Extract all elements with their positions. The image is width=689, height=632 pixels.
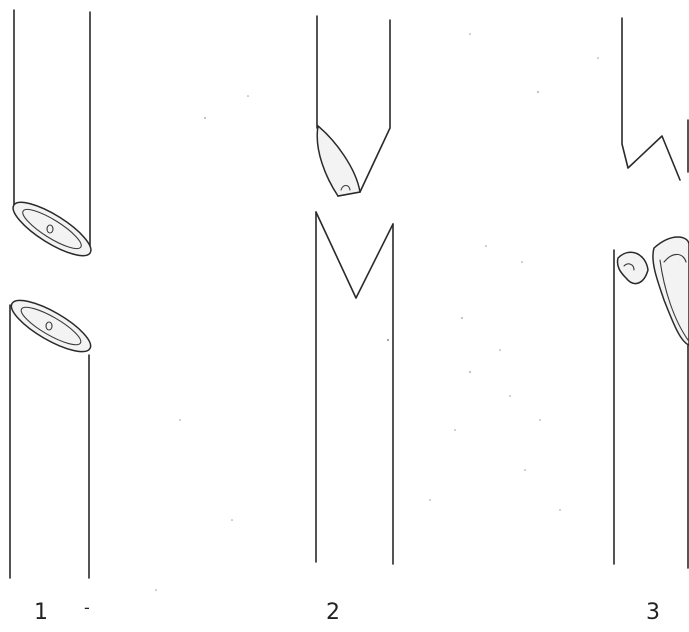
stage-3-small-cut-face: [616, 251, 649, 285]
stage-1-drawing: [9, 9, 92, 579]
stage-label-1-mark: -: [84, 598, 90, 617]
stage-1-lower-cut-face: [10, 299, 92, 353]
stage-1-lower-stem: [9, 299, 92, 579]
stage-label-3: 3: [646, 600, 660, 625]
stage-label-1: 1: [34, 600, 48, 625]
stage-2-lower-stem: [315, 211, 394, 565]
stage-1-upper-stem: [12, 9, 92, 257]
stage-3-wedge-face: [652, 236, 689, 346]
stage-2-upper-stem: [316, 15, 391, 197]
stage-3-upper-stem: [621, 17, 689, 181]
stage-2-wedge-face: [316, 124, 361, 197]
stage-3-drawing: [613, 17, 689, 569]
stage-label-2: 2: [326, 600, 340, 625]
stage-2-drawing: [315, 15, 394, 565]
stage-3-lower-stem: [613, 236, 689, 569]
scan-specks: [155, 33, 599, 591]
stage-1-upper-cut-face: [12, 201, 92, 257]
